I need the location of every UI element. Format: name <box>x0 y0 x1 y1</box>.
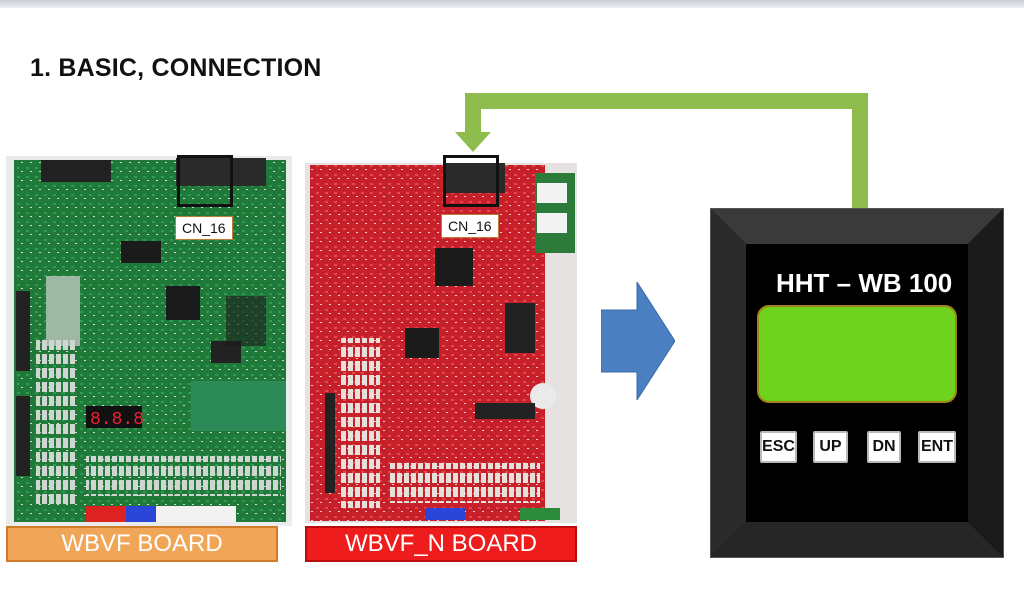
wbvf-n-cn16-label: CN_16 <box>441 214 499 238</box>
wbvf-n-cn16-highlight <box>443 155 499 207</box>
page-title: 1. BASIC, CONNECTION <box>30 54 322 82</box>
wbvf-board-photo: 8.8.8 <box>6 156 292 526</box>
esc-key-button[interactable]: ESC <box>760 431 797 463</box>
up-key-button[interactable]: UP <box>813 431 848 463</box>
wbvf-n-board-caption: WBVF_N BOARD <box>305 526 577 562</box>
wbvf-cn16-highlight <box>177 155 233 207</box>
wbvf-board-caption: WBVF BOARD <box>6 526 278 562</box>
hht-model-label: HHT – WB 100 <box>776 268 953 298</box>
wbvf-cn16-label: CN_16 <box>175 216 233 240</box>
top-edge-bar <box>0 0 1024 8</box>
dn-key-button[interactable]: DN <box>867 431 901 463</box>
direction-arrow-icon <box>601 282 675 400</box>
svg-text:8.8.8: 8.8.8 <box>90 410 144 430</box>
hht-lcd-screen <box>757 305 957 403</box>
ent-key-button[interactable]: ENT <box>918 431 956 463</box>
